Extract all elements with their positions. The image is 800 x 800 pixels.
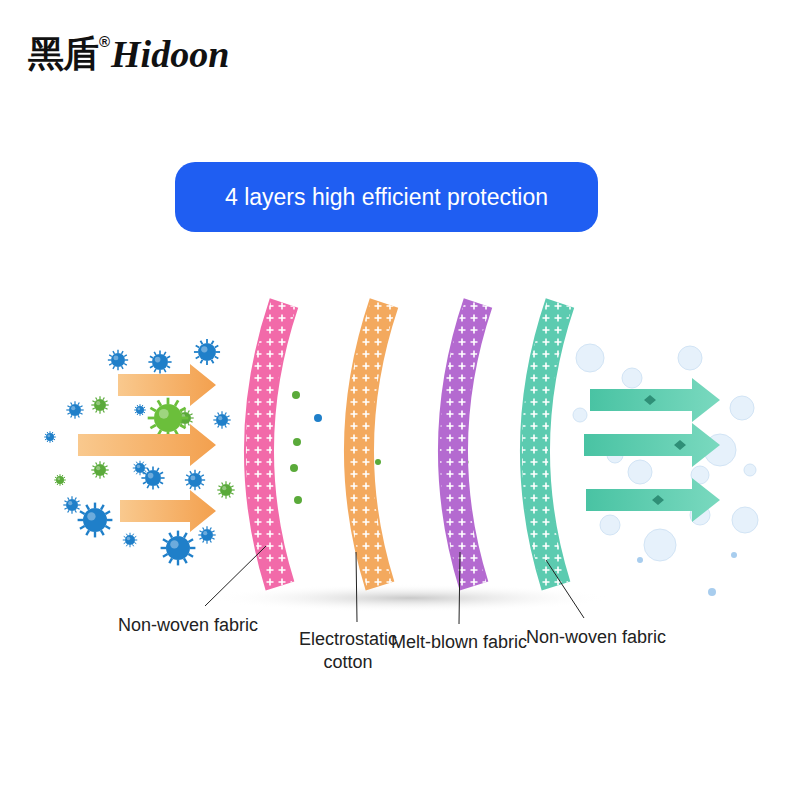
logo-text: 黑盾 [28, 32, 98, 76]
virus [44, 431, 56, 443]
outgoing-arrows [584, 378, 720, 522]
filter-layer [359, 303, 384, 586]
virus [198, 526, 215, 543]
virus [217, 481, 234, 498]
virus [91, 396, 108, 413]
title-text: 4 layers high efficient protection [225, 184, 548, 211]
virus [133, 461, 148, 476]
brand-logo: 黑盾®Hidoon [28, 32, 229, 76]
layer-texture [359, 303, 384, 586]
virus [123, 533, 138, 548]
filter-layer [259, 303, 284, 586]
virus [54, 474, 66, 486]
incoming-arrows [78, 364, 216, 532]
title-banner: 4 layers high efficient protection [175, 162, 598, 232]
virus [78, 503, 113, 538]
layer-texture [259, 303, 284, 586]
filter-layers [259, 303, 560, 586]
filter-layer [535, 303, 560, 586]
virus [213, 411, 230, 428]
virus [108, 350, 128, 370]
filter-layer [453, 303, 478, 586]
virus [141, 466, 164, 489]
virus [91, 461, 108, 478]
virus [161, 531, 196, 566]
virus [134, 404, 146, 416]
virus [148, 398, 189, 439]
clean-air-bubbles [573, 344, 758, 596]
virus [63, 496, 80, 513]
layer-label: Non-woven fabric [521, 626, 671, 649]
virus [148, 350, 171, 373]
layer-texture [453, 303, 478, 586]
leader-lines [205, 546, 584, 624]
layer-texture [535, 303, 560, 586]
layer-label: Non-woven fabric [113, 614, 263, 637]
virus [194, 339, 220, 365]
logo-text: ® [99, 34, 110, 50]
virus [185, 470, 205, 490]
layer-label: Melt-blown fabric [384, 631, 534, 654]
virus [66, 401, 83, 418]
logo-text: Hidoon [111, 32, 229, 76]
